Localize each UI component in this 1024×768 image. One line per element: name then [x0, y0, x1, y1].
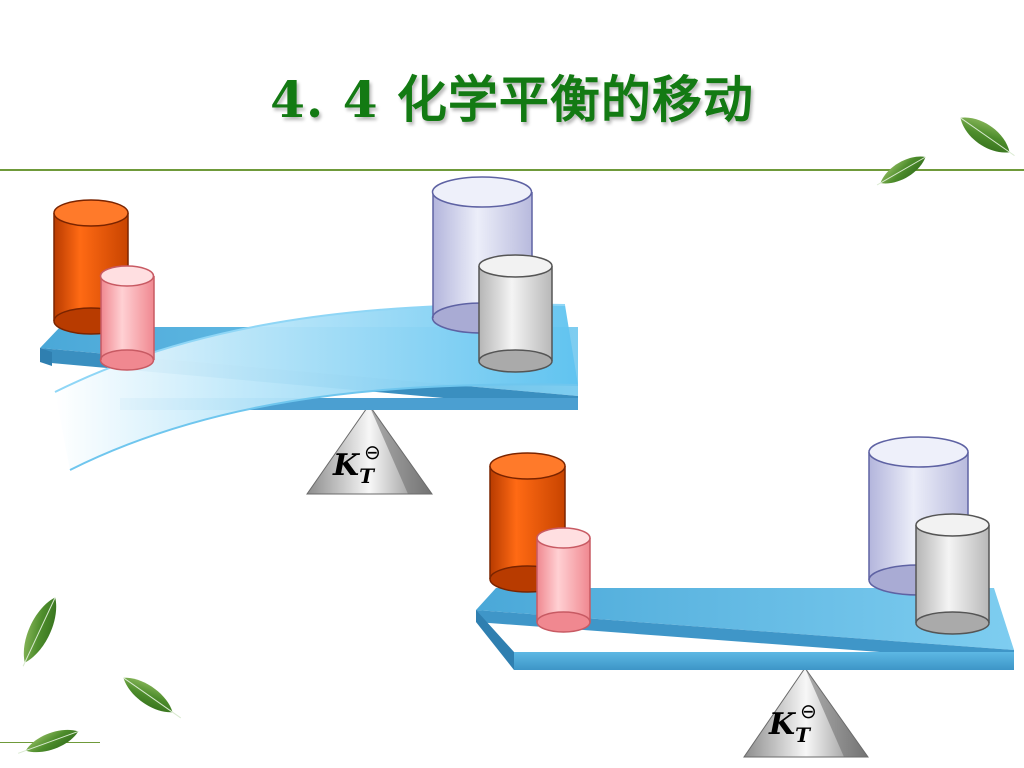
leaf-icon	[876, 156, 926, 186]
fulcrum-label-tilted: KT⊖	[333, 440, 381, 488]
fulcrum-tilted	[306, 404, 433, 495]
fulcrum-level	[743, 667, 869, 758]
k-subscript: T	[795, 723, 810, 747]
fulcrum-label-level: KT⊖	[769, 699, 817, 747]
k-subscript: T	[359, 464, 374, 488]
k-superscript: ⊖	[364, 440, 381, 464]
leaf-icon	[960, 117, 1015, 157]
pink-cylinder	[536, 527, 591, 633]
gray-cylinder	[915, 513, 990, 635]
leaf-icon	[123, 677, 182, 719]
k-symbol: K	[769, 707, 796, 742]
balance-level	[476, 436, 1014, 758]
beam-level	[476, 588, 1014, 670]
k-superscript: ⊖	[800, 699, 817, 723]
leaf-icon	[18, 729, 79, 754]
leaf-icon	[22, 597, 57, 667]
k-symbol: K	[333, 448, 360, 483]
title-divider	[0, 169, 1024, 171]
gray-cylinder	[478, 254, 553, 373]
balance-tilted	[40, 176, 579, 495]
slide-title: 4. 4 化学平衡的移动	[270, 70, 754, 129]
pink-cylinder	[99, 265, 155, 371]
